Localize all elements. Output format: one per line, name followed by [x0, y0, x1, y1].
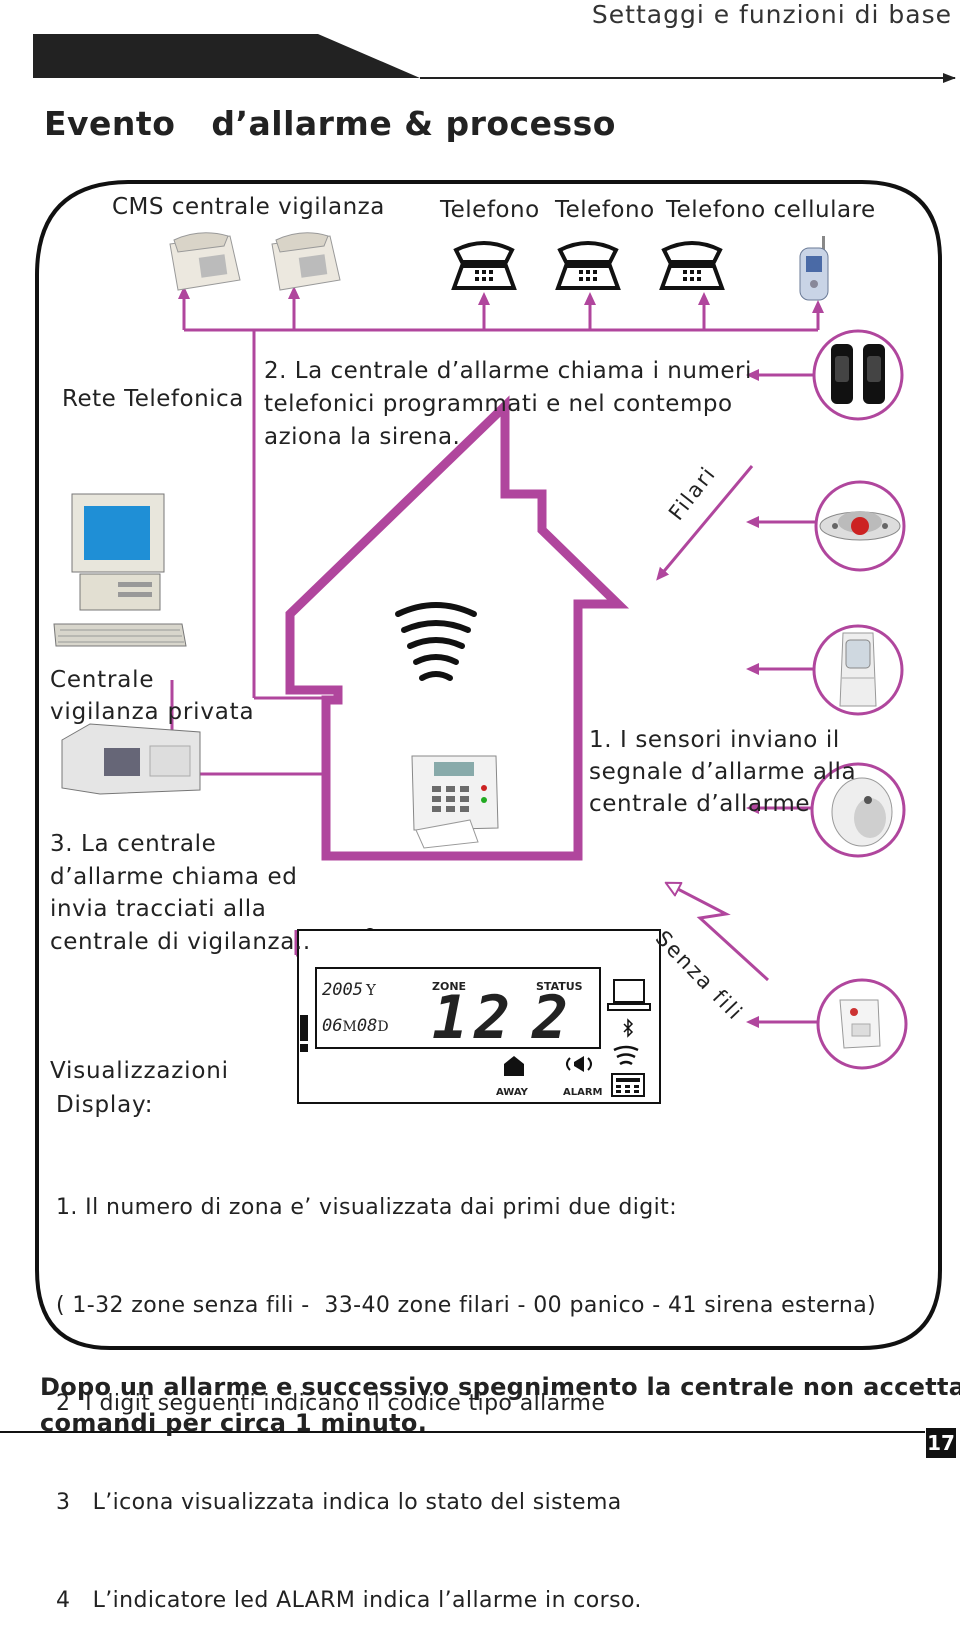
lcd-date: 06M08D — [322, 1016, 389, 1036]
sensor-arrows — [656, 369, 818, 1028]
display-heading-2: Display: — [56, 1092, 154, 1118]
display-note-line: 2 I digit seguenti indicano il codice ti… — [56, 1391, 606, 1417]
step1-line: 1. I sensori inviano il — [589, 727, 840, 753]
step3-line: centrale di vigilanza.. — [50, 928, 311, 955]
telefono-label-2: Telefono — [555, 197, 655, 223]
pir-detector-icon — [839, 632, 877, 707]
footer-note-line-1: Dopo un allarme e successivo spegnimento… — [40, 1373, 960, 1401]
step3-text: 3. La centrale d’allarme chiama ed invia… — [50, 828, 311, 958]
cellulare-label: Telefono cellulare — [666, 197, 876, 223]
rete-telefonica-label: Rete Telefonica — [62, 386, 244, 412]
lcd-month: 06 — [322, 1016, 343, 1036]
step1-text: 1. I sensori inviano il segnale d’allarm… — [589, 724, 856, 820]
page-number: 17 — [927, 1431, 955, 1455]
lcd-zone-label: ZONE — [432, 980, 467, 993]
step3-line: invia tracciati alla — [50, 896, 267, 922]
house-outline — [285, 395, 630, 861]
mobile-phone-icon — [799, 236, 829, 301]
lcd-year-unit: Y — [365, 981, 376, 999]
display-note-line: 1. Il numero di zona e’ visualizzata dai… — [56, 1194, 678, 1220]
alarm-panel-icon — [411, 755, 499, 849]
lcd-day-unit: D — [377, 1019, 389, 1035]
display-note-line: 3 L’icona visualizzata indica lo stato d… — [56, 1489, 622, 1515]
display-note-line: 4 L’indicatore led ALARM indica l’allarm… — [56, 1588, 642, 1614]
header-bar — [33, 34, 956, 83]
centrale-vigilanza-label: Centrale vigilanza privata — [50, 664, 254, 728]
cms-label: CMS centrale vigilanza — [112, 194, 385, 220]
step2-text: 2. La centrale d’allarme chiama i numeri… — [264, 355, 752, 454]
step2-line: telefonici programmati e nel contempo — [264, 391, 733, 417]
wireless-signal-icon — [395, 602, 477, 681]
beam-detector-icon — [831, 344, 885, 404]
telephone-icon-3 — [659, 241, 725, 290]
smoke-detector-icon — [839, 999, 881, 1049]
diagram-canvas — [0, 34, 956, 1458]
telephone-icon-2 — [555, 241, 621, 290]
lcd-year-value: 2005 — [322, 980, 363, 1000]
telefono-label-1: Telefono — [440, 197, 540, 223]
display-note-line: ( 1-32 zone senza fili - 33-40 zone fila… — [56, 1292, 877, 1318]
step1-line: centrale d’allarme — [589, 791, 811, 817]
step3-line: 3. La centrale — [50, 831, 217, 857]
lcd-display — [297, 929, 661, 1104]
lcd-status-value: 2 — [532, 983, 569, 1053]
step2-line: 2. La centrale d’allarme chiama i numeri — [264, 358, 752, 384]
display-heading-1: Visualizzazioni — [50, 1058, 229, 1084]
lcd-status-label: STATUS — [536, 980, 583, 993]
desk-phone-icon-1 — [169, 232, 241, 291]
page-number-badge — [926, 1428, 956, 1458]
telephone-icon-1 — [451, 241, 517, 290]
dome-detector-icon — [831, 777, 893, 847]
step3-line: d’allarme chiama ed — [50, 863, 298, 890]
step1-line: segnale d’allarme alla — [589, 759, 857, 785]
computer-icon — [53, 493, 187, 647]
content-frame — [35, 180, 942, 1350]
receiver-unit-icon — [61, 723, 201, 795]
lcd-alarm-label: ALARM — [563, 1087, 603, 1098]
lcd-zone-value: 12 — [432, 983, 517, 1053]
centrale-line: Centrale — [50, 667, 155, 693]
section-header: Settaggi e funzioni di base — [591, 0, 952, 29]
ceiling-detector-icon — [819, 511, 901, 541]
lcd-month-unit: M — [342, 1019, 357, 1035]
step2-line: aziona la sirena. — [264, 424, 461, 450]
lcd-away-label: AWAY — [496, 1087, 528, 1098]
footer-note-line-2: comandi per circa 1 minuto. — [40, 1409, 428, 1437]
page-title: Evento d’allarme & processo — [44, 104, 616, 143]
lcd-day: 08 — [356, 1016, 378, 1036]
centrale-line: vigilanza privata — [50, 699, 255, 725]
desk-phone-icon-2 — [271, 232, 341, 291]
